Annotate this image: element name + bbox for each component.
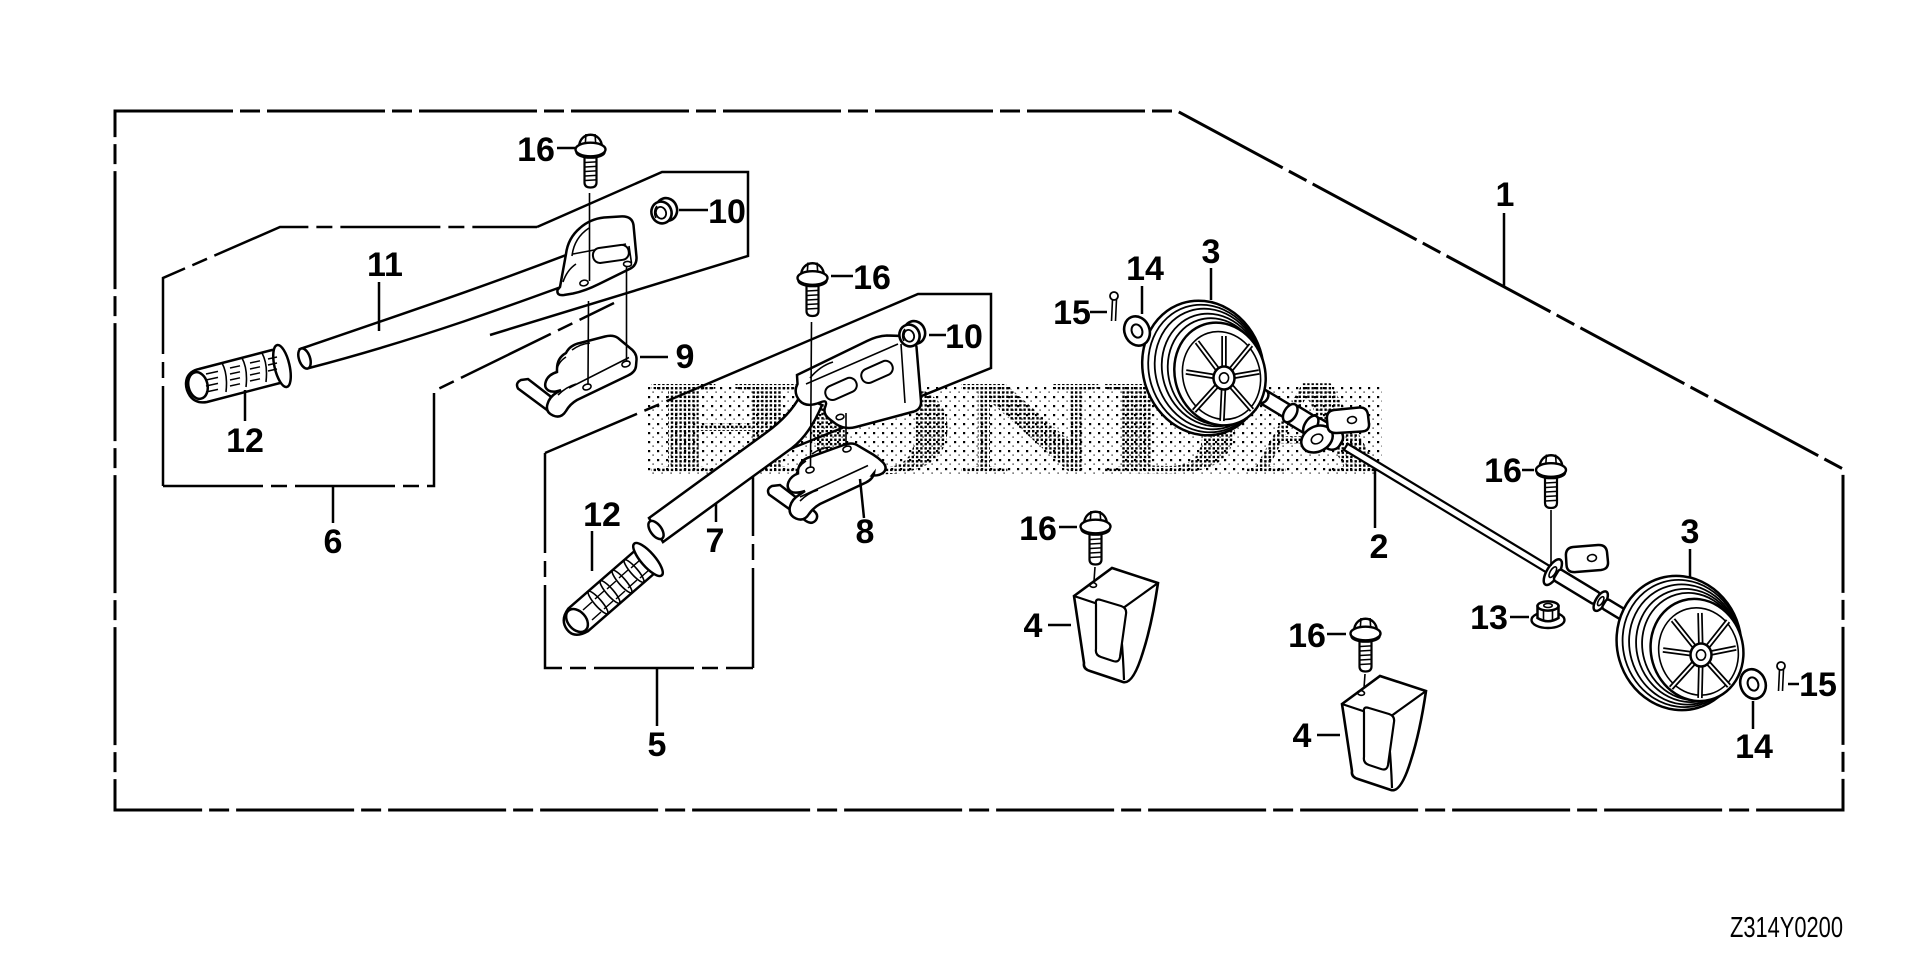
svg-text:13: 13 (1470, 599, 1508, 637)
svg-text:3: 3 (1202, 233, 1221, 271)
svg-text:10: 10 (945, 318, 983, 356)
svg-text:15: 15 (1053, 294, 1091, 332)
svg-text:11: 11 (367, 246, 403, 284)
svg-text:HONDA: HONDA (648, 353, 1388, 503)
svg-text:4: 4 (1293, 717, 1312, 755)
svg-text:16: 16 (517, 131, 555, 169)
svg-text:2: 2 (1370, 528, 1389, 566)
svg-text:14: 14 (1126, 250, 1164, 288)
svg-text:16: 16 (1484, 452, 1522, 490)
svg-text:4: 4 (1024, 607, 1043, 645)
svg-text:16: 16 (1288, 617, 1326, 655)
svg-text:3: 3 (1681, 513, 1700, 551)
svg-text:16: 16 (1019, 510, 1057, 548)
svg-text:Z314Y0200: Z314Y0200 (1730, 912, 1843, 944)
svg-text:6: 6 (324, 523, 343, 561)
svg-text:12: 12 (226, 422, 264, 460)
svg-text:12: 12 (583, 496, 621, 534)
svg-text:14: 14 (1735, 728, 1773, 766)
svg-text:7: 7 (706, 522, 725, 560)
svg-text:15: 15 (1799, 666, 1837, 704)
svg-text:10: 10 (708, 193, 746, 231)
svg-text:16: 16 (853, 259, 891, 297)
svg-text:5: 5 (648, 726, 667, 764)
svg-text:1: 1 (1496, 176, 1515, 214)
svg-text:8: 8 (856, 513, 875, 551)
svg-text:9: 9 (676, 338, 695, 376)
